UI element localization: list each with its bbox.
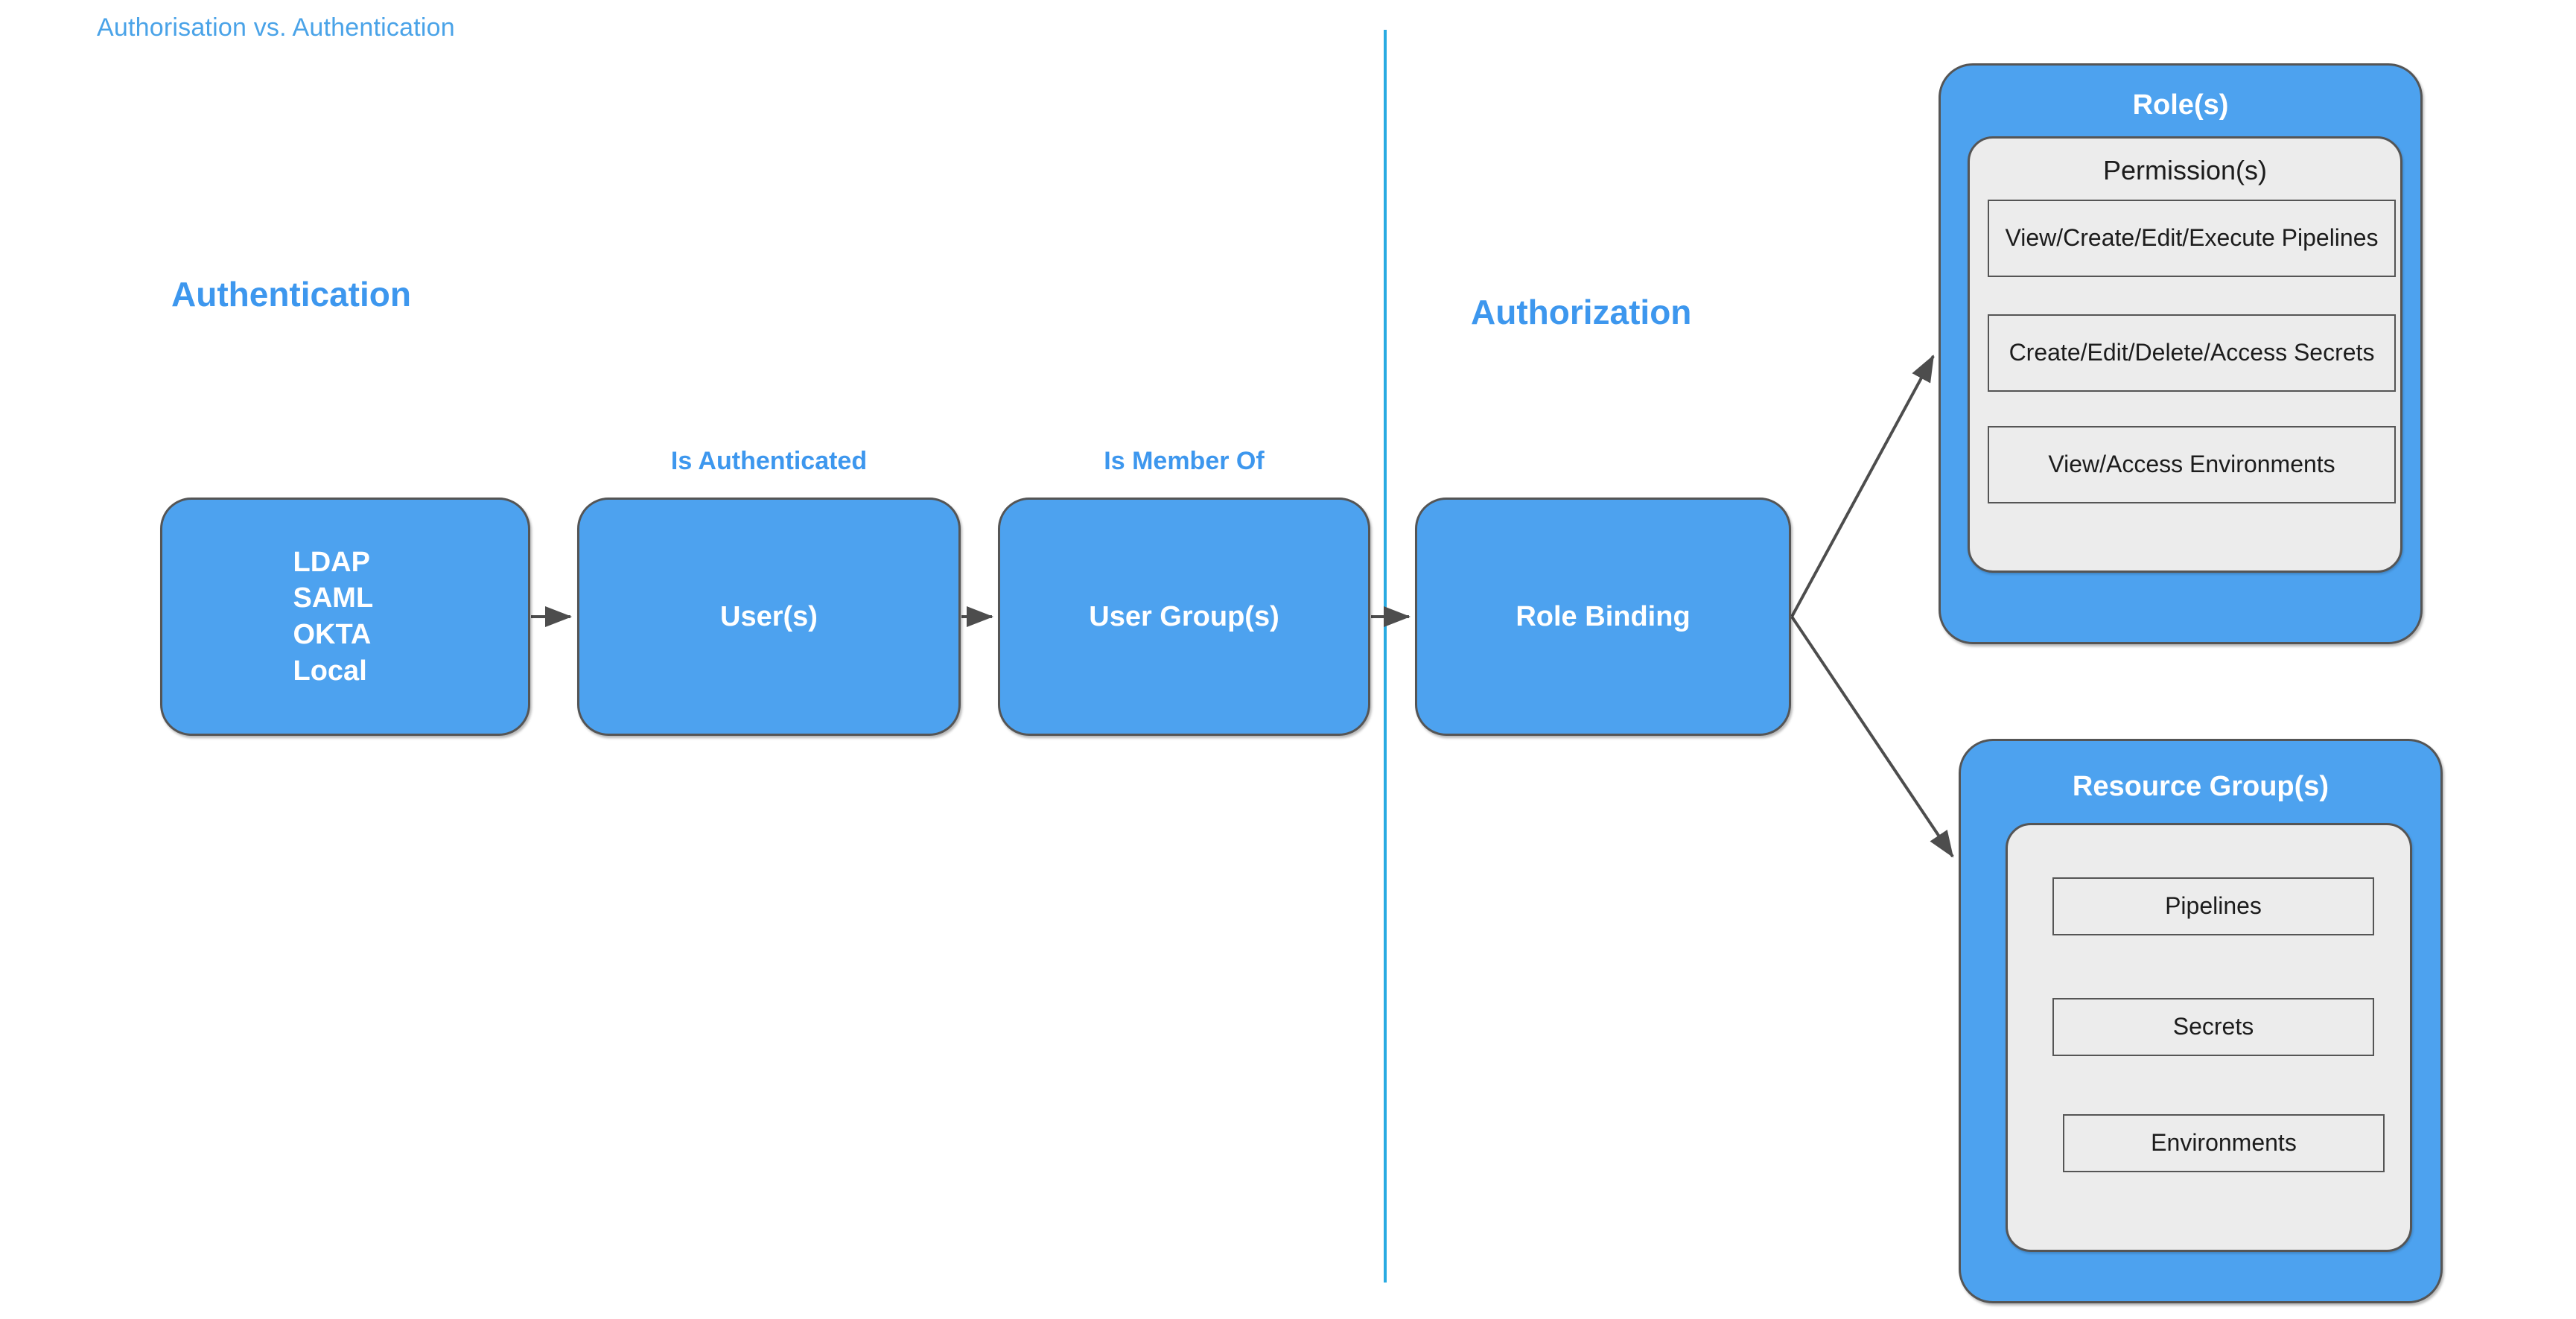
authentication-heading: Authentication — [171, 275, 411, 314]
resource-groups-panel-title: Resource Group(s) — [2072, 771, 2329, 802]
role-binding-box[interactable]: Role Binding — [1415, 498, 1791, 736]
idp-option-local: Local — [293, 655, 367, 687]
roles-panel-title: Role(s) — [2132, 89, 2229, 121]
permissions-panel: Permission(s) View/Create/Edit/Execute P… — [1968, 136, 2402, 573]
identity-provider-box[interactable]: LDAP SAML OKTA Local — [160, 498, 530, 736]
idp-option-saml: SAML — [293, 582, 374, 614]
role-binding-box-label: Role Binding — [1516, 600, 1691, 632]
arrow-rolebinding-to-resourcegroups — [1790, 615, 1954, 858]
edge-label-is-member-of: Is Member Of — [1104, 447, 1265, 475]
permission-item[interactable]: Create/Edit/Delete/Access Secrets — [1988, 314, 2396, 392]
edge-label-is-authenticated: Is Authenticated — [670, 447, 868, 475]
resource-item[interactable]: Secrets — [2052, 998, 2374, 1056]
users-box[interactable]: User(s) — [577, 498, 961, 736]
resource-item[interactable]: Pipelines — [2052, 877, 2374, 935]
permission-item[interactable]: View/Create/Edit/Execute Pipelines — [1988, 200, 2396, 277]
resources-panel: Pipelines Secrets Environments — [2006, 823, 2412, 1252]
resource-groups-panel[interactable]: Resource Group(s) Pipelines Secrets Envi… — [1959, 739, 2443, 1303]
authorization-heading: Authorization — [1471, 293, 1692, 331]
user-groups-box[interactable]: User Group(s) — [998, 498, 1370, 736]
idp-option-okta: OKTA — [293, 619, 372, 650]
permissions-panel-title: Permission(s) — [2102, 155, 2268, 185]
resource-item[interactable]: Environments — [2063, 1114, 2385, 1172]
page-title: Authorisation vs. Authentication — [97, 13, 455, 42]
permission-item[interactable]: View/Access Environments — [1988, 426, 2396, 503]
idp-option-ldap: LDAP — [293, 546, 370, 578]
user-groups-box-label: User Group(s) — [1089, 600, 1279, 632]
roles-panel[interactable]: Role(s) Permission(s) View/Create/Edit/E… — [1939, 63, 2423, 644]
arrow-rolebinding-to-roles — [1790, 355, 1935, 617]
section-divider — [1384, 30, 1387, 1283]
users-box-label: User(s) — [720, 600, 818, 632]
